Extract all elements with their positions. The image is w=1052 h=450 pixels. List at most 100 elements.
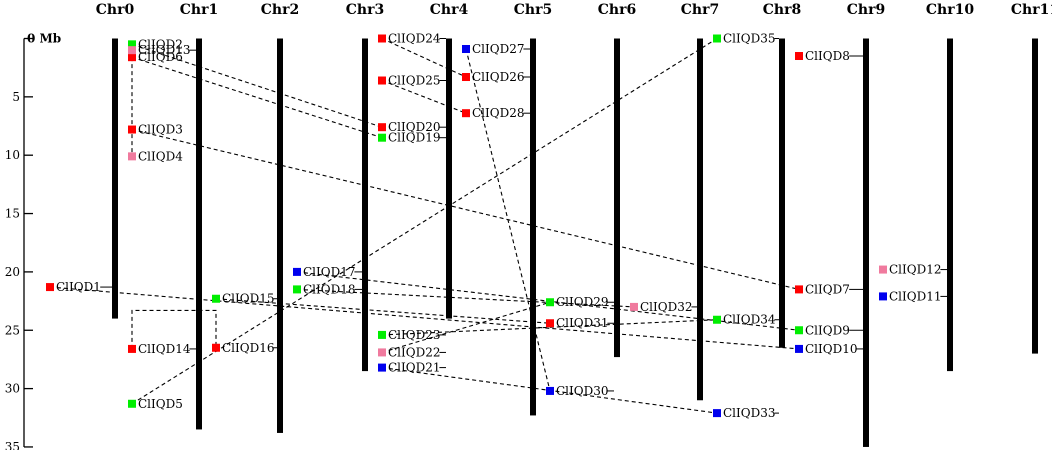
gene-cliqd26: ClIQD26 (462, 70, 530, 84)
gene-marker-cliqd9 (795, 326, 803, 335)
chromosome-bar-chr7 (697, 38, 703, 401)
gene-cliqd21: ClIQD21 (378, 361, 446, 375)
gene-marker-cliqd2 (128, 40, 136, 49)
gene-label-cliqd3: ClIQD3 (138, 123, 183, 137)
gene-marker-cliqd35 (713, 34, 721, 43)
gene-label-cliqd10: ClIQD10 (805, 342, 858, 356)
gene-label-cliqd23: ClIQD23 (388, 328, 441, 342)
gene-marker-cliqd25 (378, 76, 386, 85)
gene-marker-cliqd33 (713, 409, 721, 418)
chromosome-bar-chr4 (446, 38, 452, 319)
gene-label-cliqd30: ClIQD30 (556, 384, 609, 398)
link-cliqd14-cliqd16 (131, 309, 217, 349)
gene-cliqd33: ClIQD33 (713, 406, 779, 420)
chromosome-bar-chr6 (614, 38, 620, 358)
gene-marker-cliqd34 (713, 315, 721, 324)
link-cliqd3-cliqd7 (131, 128, 800, 290)
scale-tick-label-25: 25 (5, 323, 20, 337)
gene-cliqd25: ClIQD25 (378, 74, 446, 88)
chromosome-bar-chr9 (863, 38, 869, 447)
gene-label-cliqd33: ClIQD33 (723, 406, 776, 420)
gene-label-cliqd7: ClIQD7 (805, 282, 850, 296)
gene-marker-cliqd24 (378, 34, 386, 43)
gene-cliqd5: ClIQD5 (128, 397, 183, 411)
gene-cliqd16: ClIQD16 (212, 341, 277, 355)
chromosome-chr11: Chr11 (1011, 2, 1052, 354)
link-cliqd2-cliqd20 (131, 43, 383, 128)
gene-marker-cliqd17 (293, 267, 301, 276)
chromosome-bar-chr11 (1032, 38, 1038, 354)
chromosome-title-chr8: Chr8 (763, 2, 801, 18)
chromosome-chr7: Chr7 (681, 2, 719, 401)
gene-cliqd9: ClIQD9 (795, 323, 863, 337)
gene-marker-cliqd1 (46, 283, 54, 292)
gene-label-cliqd20: ClIQD20 (388, 120, 441, 134)
gene-label-cliqd15: ClIQD15 (222, 292, 275, 306)
chromosome-bar-chr3 (362, 38, 368, 372)
gene-cliqd29: ClIQD29 (546, 295, 614, 309)
gene-marker-cliqd21 (378, 363, 386, 372)
scale-tick-label-30: 30 (5, 382, 20, 396)
gene-label-cliqd2: ClIQD2 (138, 37, 183, 51)
scale-tick-label-0: 0 Mb (27, 32, 61, 46)
gene-marker-cliqd23 (378, 330, 386, 339)
gene-label-cliqd8: ClIQD8 (805, 49, 850, 63)
gene-cliqd23: ClIQD23 (378, 328, 446, 342)
gene-cliqd18: ClIQD18 (293, 282, 362, 296)
gene-label-cliqd5: ClIQD5 (138, 397, 183, 411)
gene-marker-cliqd18 (293, 285, 301, 294)
gene-label-cliqd17: ClIQD17 (303, 265, 356, 279)
chromosome-chr5: Chr5 (514, 2, 552, 416)
chromosome-bar-chr10 (947, 38, 953, 372)
gene-label-cliqd27: ClIQD27 (472, 42, 525, 56)
gene-cliqd11: ClIQD11 (879, 289, 947, 303)
chromosome-bar-chr1 (196, 38, 202, 430)
chromosome-bar-chr5 (530, 38, 536, 416)
chromosome-chr0: Chr0 (96, 2, 134, 319)
gene-label-cliqd9: ClIQD9 (805, 323, 850, 337)
gene-marker-cliqd11 (879, 292, 887, 301)
gene-marker-cliqd10 (795, 344, 803, 353)
gene-cliqd14: ClIQD14 (128, 342, 196, 356)
gene-marker-cliqd19 (378, 133, 386, 142)
gene-marker-cliqd28 (462, 109, 470, 118)
chromosome-bar-chr0 (112, 38, 118, 319)
gene-cliqd2: ClIQD2 (128, 37, 183, 51)
gene-marker-cliqd30 (546, 386, 554, 395)
gene-marker-cliqd5 (128, 399, 136, 408)
gene-marker-cliqd16 (212, 343, 220, 352)
gene-label-cliqd21: ClIQD21 (388, 361, 441, 375)
gene-label-cliqd32: ClIQD32 (640, 300, 693, 314)
gene-label-cliqd22: ClIQD22 (388, 345, 441, 359)
gene-label-cliqd18: ClIQD18 (303, 282, 356, 296)
gene-marker-cliqd12 (879, 265, 887, 274)
gene-marker-cliqd20 (378, 123, 386, 132)
gene-markers: ClIQD1ClIQD2ClIQD6ClIQD3ClIQD4ClIQD5ClIQ… (46, 32, 947, 420)
chromosome-chr8: Chr8 (763, 2, 801, 348)
gene-marker-cliqd26 (462, 73, 470, 82)
gene-cliqd1: ClIQD1 (46, 280, 112, 294)
chromosome-chr4: Chr4 (430, 2, 468, 319)
gene-label-cliqd6: ClIQD6 (138, 50, 183, 64)
gene-marker-cliqd14 (128, 344, 136, 353)
gene-cliqd27: ClIQD27 (462, 42, 530, 56)
link-cliqd1-cliqd10 (49, 286, 800, 350)
gene-label-cliqd12: ClIQD12 (889, 263, 942, 277)
link-cliqd6-cliqd19 (131, 56, 383, 139)
gene-cliqd34: ClIQD34 (713, 313, 779, 327)
scale-tick-label-15: 15 (5, 207, 20, 221)
gene-label-cliqd29: ClIQD29 (556, 295, 609, 309)
link-cliqd25-cliqd28 (381, 79, 467, 114)
gene-marker-cliqd8 (795, 52, 803, 61)
chromosome-title-chr11: Chr11 (1011, 2, 1052, 18)
gene-label-cliqd35: ClIQD35 (723, 32, 776, 46)
gene-label-cliqd16: ClIQD16 (222, 341, 275, 355)
gene-label-cliqd1: ClIQD1 (56, 280, 101, 294)
gene-cliqd13: ClIQD13 (128, 43, 196, 57)
gene-label-cliqd11: ClIQD11 (889, 289, 942, 303)
gene-label-cliqd34: ClIQD34 (723, 313, 776, 327)
gene-marker-cliqd31 (546, 319, 554, 328)
gene-cliqd20: ClIQD20 (378, 120, 446, 134)
gene-cliqd4: ClIQD4 (128, 149, 183, 163)
